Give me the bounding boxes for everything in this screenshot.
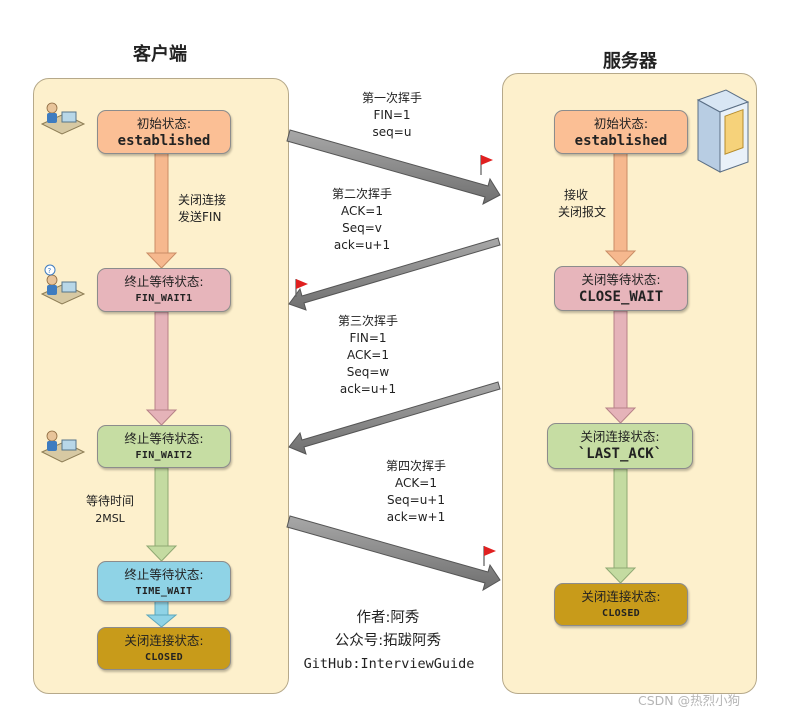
server-state-last-ack: 关闭连接状态: `LAST_ACK`: [547, 423, 693, 469]
watermark: CSDN @热烈小狗: [638, 693, 741, 708]
client-state-fin-wait2: 终止等待状态: FIN_WAIT2: [97, 425, 231, 468]
message-arrow-1: [286, 129, 501, 205]
message-1-label: 第一次挥手 FIN=1 seq=u: [361, 91, 422, 139]
author-credit: 作者:阿秀: [356, 610, 420, 626]
server-title: 服务器: [603, 51, 657, 72]
github-credit: GitHub:InterviewGuide: [303, 656, 475, 672]
message-arrow-4: [286, 515, 501, 592]
svg-text:?: ?: [48, 267, 52, 275]
message-arrow-2: [288, 237, 501, 311]
client-arrow-2: [145, 311, 178, 426]
client-worker-icon: ?: [40, 264, 86, 305]
server-tower-icon: [696, 89, 750, 173]
server-state-established: 初始状态: established: [554, 110, 688, 154]
client-worker-icon: [40, 430, 86, 463]
client-arrow-4: [145, 600, 178, 628]
server-state-close-wait: 关闭等待状态: CLOSE_WAIT: [554, 266, 688, 311]
client-wait-note: 等待时间 2MSL: [86, 494, 135, 525]
server-arrow-3: [604, 468, 637, 584]
red-flag-icon: [480, 155, 493, 175]
client-state-closed: 关闭连接状态: CLOSED: [97, 627, 231, 670]
client-arrow-3: [145, 467, 178, 562]
client-state-established: 初始状态: established: [97, 110, 231, 154]
message-2-label: 第二次挥手 ACK=1 Seq=v ack=u+1: [331, 187, 392, 252]
client-title: 客户端: [133, 44, 187, 65]
server-receive-note: 接收 关闭报文: [558, 188, 607, 219]
server-state-closed: 关闭连接状态: CLOSED: [554, 583, 688, 626]
red-flag-icon: [483, 546, 496, 566]
client-worker-icon: [40, 102, 86, 135]
account-credit: 公众号:拓跋阿秀: [334, 633, 442, 649]
message-4-label: 第四次挥手 ACK=1 Seq=u+1 ack=w+1: [385, 459, 446, 524]
client-state-time-wait: 终止等待状态: TIME_WAIT: [97, 561, 231, 602]
message-arrow-3: [288, 381, 501, 455]
red-flag-icon: [295, 279, 308, 297]
server-arrow-1: [604, 152, 637, 267]
client-state-fin-wait1: 终止等待状态: FIN_WAIT1: [97, 268, 231, 312]
server-arrow-2: [604, 310, 637, 424]
client-arrow-1: [145, 152, 178, 269]
message-3-label: 第三次挥手 FIN=1 ACK=1 Seq=w ack=u+1: [337, 314, 398, 396]
client-close-note: 关闭连接 发送FIN: [178, 193, 227, 224]
